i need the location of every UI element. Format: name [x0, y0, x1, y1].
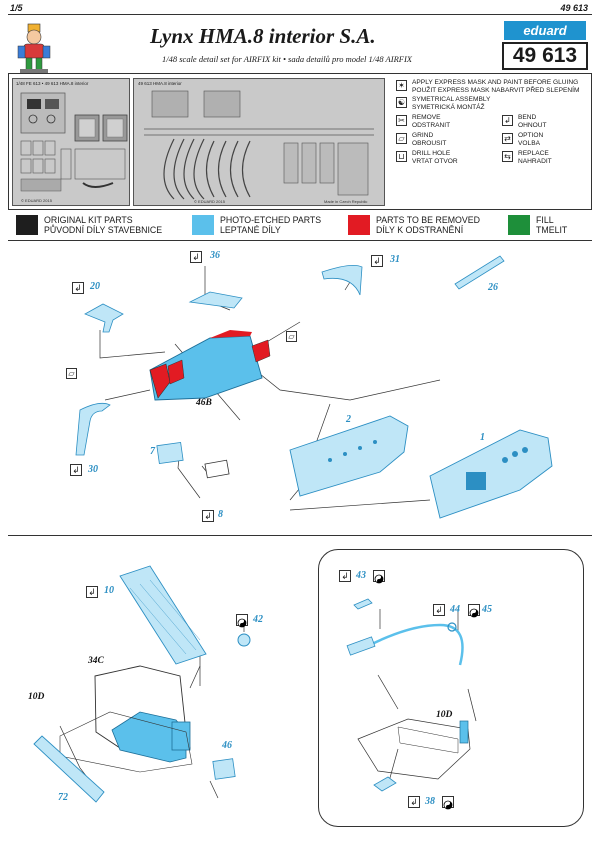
page-subtitle: 1/48 scale detail set for AIRFIX kit • s… — [162, 54, 412, 64]
legend-fill-en: FILL — [536, 215, 554, 225]
part-10-label: 10 — [104, 585, 114, 596]
bend-icon: ↲ — [190, 251, 202, 263]
legend-swatch-pe — [192, 215, 214, 235]
part-2-label: 2 — [346, 414, 351, 425]
symmetrical-icon — [442, 796, 454, 810]
drill-hole-icon: ⊔ — [396, 151, 407, 162]
part-31-label: 31 — [390, 254, 400, 265]
part-26-label: 26 — [488, 282, 498, 293]
drill-label: DRILL HOLE — [412, 150, 451, 157]
step-1-drawing — [75, 255, 553, 519]
remove-label: REMOVE — [412, 114, 441, 121]
grind-label-cz: OBROUSIT — [412, 140, 447, 147]
express-mask-label-cz: POUŽIT EXPRESS MASK NABARVIT PŘED SLEPEN… — [412, 87, 580, 94]
part-38-label: 38 — [425, 796, 435, 807]
symmetrical-label-cz: SYMETRICKÁ MONTÁŽ — [412, 104, 485, 111]
part-46-label: 46 — [222, 740, 232, 751]
kit-part-46b-label: 46B — [196, 398, 212, 408]
grind-icon: ▱ — [66, 368, 77, 379]
step-2-drawing — [33, 565, 251, 803]
symmetrical-icon: ☯ — [396, 97, 407, 108]
part-8-label: 8 — [218, 509, 223, 520]
bend-icon: ↲ — [433, 604, 445, 616]
legend-remove-en: PARTS TO BE REMOVED — [376, 215, 480, 225]
option-label-cz: VOLBA — [518, 140, 540, 147]
replace-label-cz: NAHRADIT — [518, 158, 552, 165]
bend-icon: ↲ — [70, 464, 82, 476]
legend-swatch-kit — [16, 215, 38, 235]
part-36-label: 36 — [210, 250, 220, 261]
page-title: Lynx HMA.8 interior S.A. — [150, 24, 376, 48]
express-mask-label: APPLY EXPRESS MASK AND PAINT BEFORE GLUI… — [412, 79, 579, 86]
bend-icon: ↲ — [72, 282, 84, 294]
legend-kit-en: ORIGINAL KIT PARTS — [44, 215, 133, 225]
bend-icon: ↲ — [202, 510, 214, 522]
part-44-label: 44 — [450, 604, 460, 615]
fret-panel — [8, 73, 592, 210]
legend-swatch-fill — [508, 215, 530, 235]
bend-icon: ↲ — [502, 115, 513, 126]
step-3-drawing — [346, 598, 477, 792]
kit-part-34c-label: 34C — [88, 656, 104, 666]
svg-text:© EDUARD 2015: © EDUARD 2015 — [21, 198, 53, 203]
part-20-label: 20 — [90, 281, 100, 292]
fret-right-label: 49 613 HMA.8 interior — [138, 81, 182, 86]
assembly-step-1 — [8, 240, 592, 536]
eduard-mascot-logo — [14, 22, 54, 74]
legend-pe-en: PHOTO-ETCHED PARTS — [220, 215, 322, 225]
kit-number-box: 49 613 — [502, 42, 588, 70]
bend-label: BEND — [518, 114, 537, 121]
svg-text:© EDUARD 2015: © EDUARD 2015 — [194, 199, 226, 204]
kit-code-top: 49 613 — [560, 3, 588, 13]
symmetrical-icon — [468, 604, 480, 618]
bend-label-cz: OHNOUT — [518, 122, 547, 129]
brand-logo: eduard — [504, 21, 586, 40]
part-1-label: 1 — [480, 432, 485, 443]
grind-icon: ▱ — [396, 133, 407, 144]
replace-icon: ⇆ — [502, 151, 513, 162]
part-45-label: 45 — [482, 604, 492, 615]
bend-icon: ↲ — [86, 586, 98, 598]
part-30-label: 30 — [88, 464, 98, 475]
legend-swatch-remove — [348, 215, 370, 235]
symmetrical-icon — [236, 614, 248, 628]
fret-left-label: 1/48 FE 613 • 49 613 HMA.8 interior — [16, 81, 89, 86]
bend-icon: ↲ — [339, 570, 351, 582]
express-mask-icon: ✶ — [396, 80, 407, 91]
kit-part-10d-label-step3: 10D — [436, 710, 453, 720]
legend-remove-cz: DÍLY K ODSTRANĚNÍ — [376, 225, 464, 235]
part-72-label: 72 — [58, 792, 68, 803]
part-7-label: 7 — [150, 446, 155, 457]
part-42-label: 42 — [253, 614, 263, 625]
color-legend: ORIGINAL KIT PARTS PŮVODNÍ DÍLY STAVEBNI… — [8, 212, 592, 238]
legend-pe-cz: LEPTANÉ DÍLY — [220, 225, 281, 235]
legend-fill-cz: TMELIT — [536, 225, 568, 235]
legend-kit-cz: PŮVODNÍ DÍLY STAVEBNICE — [44, 225, 163, 235]
fret-right: 49 613 HMA.8 interior © EDUARD 2015 Made… — [133, 78, 385, 206]
remove-label-cz: ODSTRANIT — [412, 122, 451, 129]
bend-icon: ↲ — [408, 796, 420, 808]
symmetrical-label: SYMETRICAL ASSEMBLY — [412, 96, 491, 103]
page-number: 1/5 — [10, 3, 23, 13]
grind-label: GRIND — [412, 132, 434, 139]
kit-part-10d-label: 10D — [28, 692, 45, 702]
option-label: OPTION — [518, 132, 544, 139]
assembly-step-3-frame — [318, 549, 584, 827]
svg-text:Made in Czech Republic: Made in Czech Republic — [324, 199, 367, 204]
bend-icon: ↲ — [371, 255, 383, 267]
header-rule — [8, 14, 592, 15]
remove-icon: ✂ — [396, 115, 407, 126]
drill-label-cz: VRTAT OTVOR — [412, 158, 458, 165]
replace-label: REPLACE — [518, 150, 549, 157]
option-icon: ⇄ — [502, 133, 513, 144]
symbol-legend: ✶ APPLY EXPRESS MASK AND PAINT BEFORE GL… — [390, 76, 590, 208]
symmetrical-icon — [373, 570, 385, 584]
part-43-label: 43 — [356, 570, 366, 581]
fret-left: 1/48 FE 613 • 49 613 HMA.8 interior © ED… — [12, 78, 130, 206]
grind-icon: ▱ — [286, 331, 297, 342]
